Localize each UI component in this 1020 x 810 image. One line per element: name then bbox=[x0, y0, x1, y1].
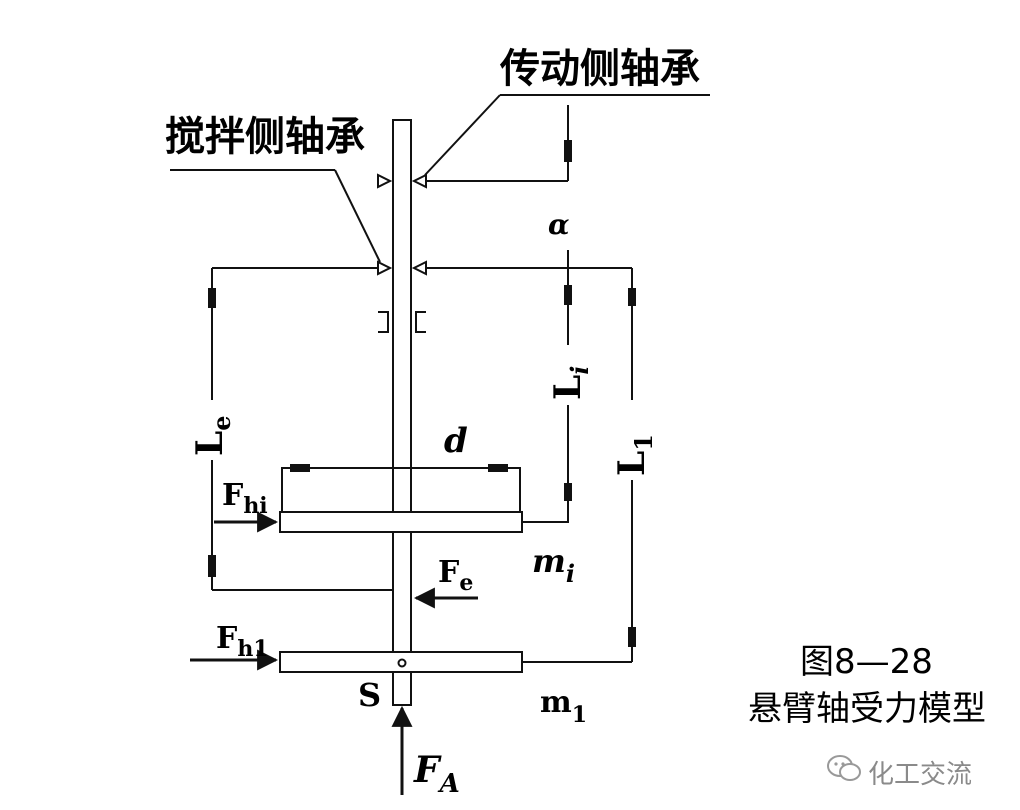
figure-title: 悬臂轴受力模型 bbox=[748, 689, 986, 729]
dimension-label-Le: Le bbox=[189, 415, 236, 456]
drive-bearing-label: 传动侧轴承 bbox=[499, 46, 700, 92]
dimension-label-Li: Li bbox=[547, 366, 594, 400]
diameter-label: d bbox=[444, 421, 468, 461]
force-h1-label: Fh1 bbox=[216, 621, 269, 662]
force-arrows bbox=[190, 511, 478, 795]
mass-i-label: mi bbox=[532, 542, 575, 588]
wechat-icon bbox=[827, 755, 861, 781]
impeller-1 bbox=[279, 651, 523, 673]
svg-text:Le: Le bbox=[189, 415, 236, 456]
force-a-label: FA bbox=[413, 749, 460, 799]
drive-side-bearing bbox=[377, 173, 427, 189]
watermark-text: 化工交流 bbox=[868, 760, 973, 790]
dimension-ticks bbox=[208, 140, 636, 647]
svg-text:L1: L1 bbox=[611, 434, 658, 476]
mass-1-label: m1 bbox=[540, 685, 587, 728]
dimension-label-L1: L1 bbox=[611, 434, 658, 476]
force-e-label: Fe bbox=[438, 555, 473, 596]
point-s-label: S bbox=[358, 676, 381, 714]
alpha-label: α bbox=[548, 208, 570, 241]
mixer-bearing-label: 搅拌侧轴承 bbox=[165, 114, 365, 160]
bearing-label-leaders bbox=[170, 94, 710, 263]
shaft bbox=[392, 119, 412, 706]
seal-brackets bbox=[378, 311, 426, 333]
watermark: 化工交流 bbox=[826, 752, 986, 790]
figure-number: 图8—28 bbox=[800, 642, 933, 682]
force-hi-label: Fhi bbox=[222, 478, 268, 519]
reference-lines bbox=[212, 180, 632, 663]
svg-text:Li: Li bbox=[547, 366, 594, 400]
